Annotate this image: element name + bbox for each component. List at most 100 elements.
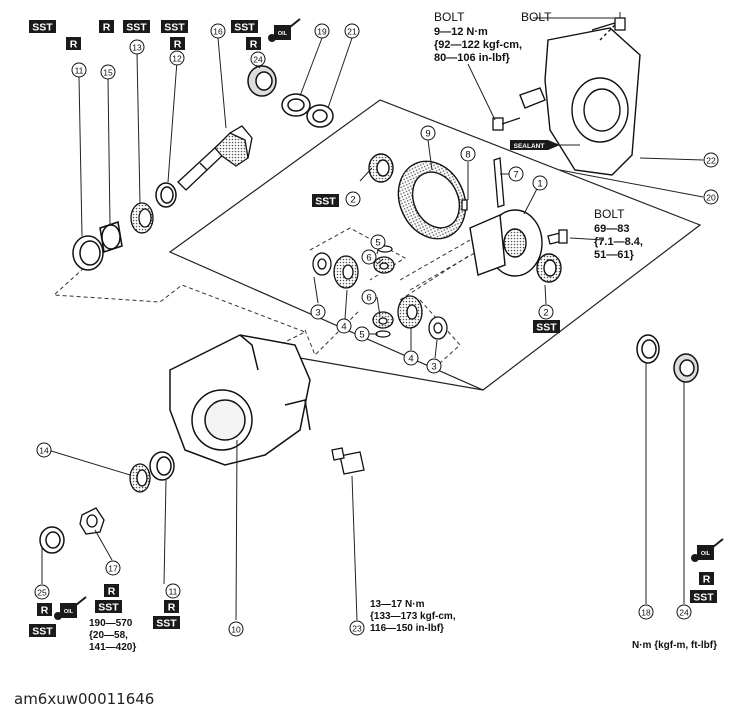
torque-line-1: 190—570 bbox=[89, 618, 133, 629]
callout-1: 1 bbox=[532, 175, 548, 191]
callout-ring bbox=[71, 62, 87, 78]
pinion-shaft-7 bbox=[493, 157, 505, 208]
badge-bg bbox=[161, 20, 188, 33]
callout-number: 8 bbox=[465, 150, 470, 161]
callout-number: 5 bbox=[375, 238, 380, 249]
callout-number: 4 bbox=[408, 354, 413, 365]
callout-ring bbox=[344, 23, 360, 39]
r-badge: R bbox=[66, 37, 81, 51]
callout-circles: 1223344556678910111112131415161718192021… bbox=[34, 23, 719, 637]
badge-label: R bbox=[168, 602, 176, 614]
oil-label: OIL bbox=[64, 609, 74, 615]
oil-label: OIL bbox=[701, 551, 711, 557]
callout-ring bbox=[36, 442, 52, 458]
badge-label: R bbox=[103, 22, 111, 34]
side-bearing-2-lower bbox=[536, 253, 562, 283]
flange-nut-17 bbox=[79, 507, 105, 535]
torque-bolt-top-left: BOLT 9—12 N·m {92—122 kgf-cm, 80—106 in-… bbox=[434, 10, 522, 64]
sealant-label: SEALANT bbox=[514, 143, 545, 150]
sst-badge: SST bbox=[161, 20, 188, 34]
callout-ring bbox=[129, 39, 145, 55]
callout-ring bbox=[420, 125, 436, 141]
drive-pinion-16 bbox=[177, 125, 253, 191]
torque-line-3: 80—106 in-lbf} bbox=[434, 52, 511, 64]
callout-8: 8 bbox=[460, 146, 476, 162]
bearing-13 bbox=[130, 202, 154, 234]
leader-lines bbox=[41, 12, 704, 621]
sealant-badge: SEALANT bbox=[510, 140, 560, 150]
badge-bg bbox=[95, 600, 122, 613]
thrust-washer-3-left bbox=[312, 252, 332, 276]
callout-number: 16 bbox=[213, 27, 223, 37]
callout-number: 5 bbox=[359, 330, 364, 341]
pinion-gear-6-lower bbox=[372, 311, 394, 329]
callout-ring bbox=[703, 152, 719, 168]
badge-label: R bbox=[174, 39, 182, 51]
callout-16: 16 bbox=[210, 23, 226, 39]
badge-label: SST bbox=[98, 602, 119, 614]
callout-ring bbox=[354, 326, 370, 342]
callout-ring bbox=[349, 620, 365, 636]
torque-line-2: {92—122 kgf-cm, bbox=[434, 39, 522, 51]
callout-number: 21 bbox=[347, 27, 357, 37]
callout-6: 6 bbox=[361, 289, 377, 305]
badge-label: R bbox=[108, 586, 116, 598]
torque-line-1: 9—12 N·m bbox=[434, 26, 488, 38]
callout-17: 17 bbox=[105, 560, 121, 576]
callout-number: 14 bbox=[39, 446, 49, 456]
torque-line-3: 51—61} bbox=[594, 249, 634, 261]
callout-number: 24 bbox=[679, 608, 689, 618]
washer-12 bbox=[155, 182, 177, 208]
bearing-cup-11 bbox=[72, 235, 104, 271]
callout-4: 4 bbox=[403, 350, 419, 366]
figure-reference-id: am6xuw00011646 bbox=[14, 690, 155, 708]
units-note: N·m {kgf-m, ft-lbf} bbox=[632, 640, 717, 651]
thrust-washer-3-right bbox=[428, 316, 448, 340]
callout-ring bbox=[638, 604, 654, 620]
callout-ring bbox=[403, 350, 419, 366]
callout-15: 15 bbox=[100, 64, 116, 80]
torque-flange-nut: 190—570 {20—58, 141—420} bbox=[89, 618, 136, 653]
rear-cover-22 bbox=[519, 19, 641, 176]
callout-10: 10 bbox=[228, 621, 244, 637]
badge-bg bbox=[231, 20, 258, 33]
callout-number: 12 bbox=[172, 54, 182, 64]
spacer-15 bbox=[99, 221, 123, 253]
callout-23: 23 bbox=[349, 620, 365, 636]
oil-label: OIL bbox=[278, 31, 288, 37]
pinion-gear-6-upper bbox=[373, 256, 395, 274]
subassembly-frame bbox=[168, 99, 702, 391]
bolt-label-top-right: BOLT bbox=[521, 10, 552, 24]
torque-line-3: 116—150 in-lbf} bbox=[370, 623, 444, 634]
oil-can-icon: OIL bbox=[268, 18, 301, 42]
callout-number: 6 bbox=[366, 253, 371, 264]
side-bearing-2-upper bbox=[368, 153, 394, 183]
carrier-housing-10 bbox=[169, 334, 311, 466]
badge-label: SST bbox=[693, 592, 714, 604]
torque-bolt-ring-gear: BOLT 69—83 {7.1—8.4, 51—61} bbox=[594, 207, 643, 261]
callout-20: 20 bbox=[703, 189, 719, 205]
badge-label: SST bbox=[315, 196, 336, 208]
callout-number: 7 bbox=[513, 170, 518, 181]
bearing-cup-11-lower bbox=[149, 451, 175, 481]
callout-number: 15 bbox=[103, 68, 113, 78]
cover-bolt-lower bbox=[492, 117, 521, 131]
r-badge: R bbox=[37, 603, 52, 617]
callout-5: 5 bbox=[354, 326, 370, 342]
callout-ring bbox=[336, 318, 352, 334]
callout-ring bbox=[703, 189, 719, 205]
callout-number: 23 bbox=[352, 624, 362, 634]
oil-seal-25 bbox=[39, 526, 65, 554]
callout-number: 18 bbox=[641, 608, 651, 618]
callout-number: 17 bbox=[108, 564, 118, 574]
torque-line-3: 141—420} bbox=[89, 642, 136, 653]
callout-ring bbox=[169, 50, 185, 66]
differential-case-1 bbox=[469, 209, 543, 277]
callout-ring bbox=[34, 584, 50, 600]
r-badge: R bbox=[170, 37, 185, 51]
callout-number: 3 bbox=[315, 308, 320, 319]
callout-number: 25 bbox=[37, 588, 47, 598]
callout-14: 14 bbox=[36, 442, 52, 458]
badge-bg bbox=[164, 600, 179, 613]
ring-gear-bolt bbox=[547, 229, 568, 245]
